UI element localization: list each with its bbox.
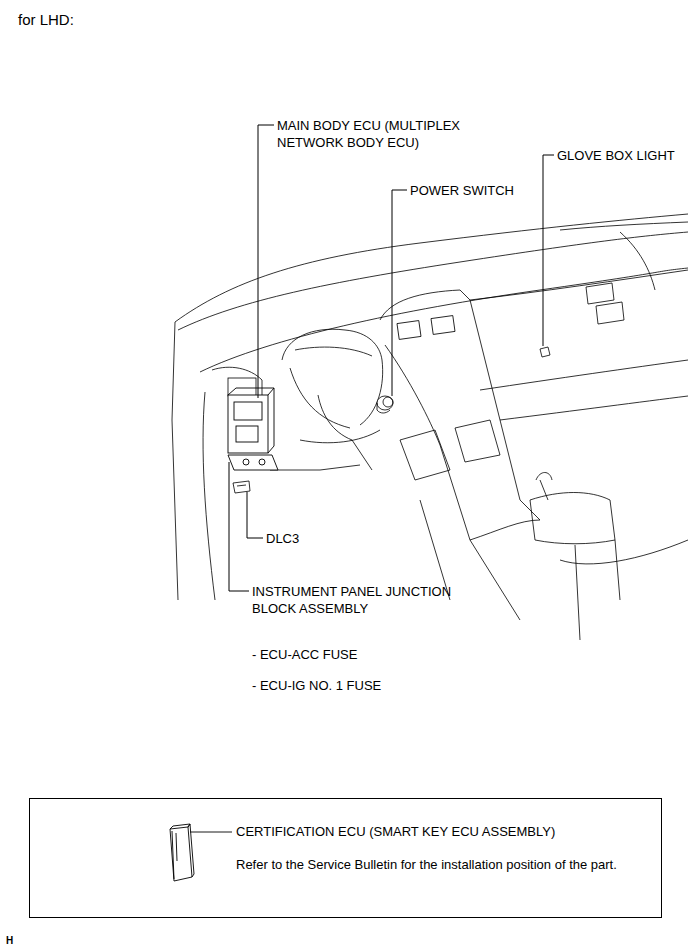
part-label: POWER SWITCH <box>410 182 514 199</box>
part-label: DLC3 <box>266 530 299 547</box>
ecu-icon <box>160 821 240 891</box>
part-label: H <box>6 935 13 947</box>
note-box: CERTIFICATION ECU (SMART KEY ECU ASSEMBL… <box>29 798 662 918</box>
part-label: GLOVE BOX LIGHT <box>557 147 675 164</box>
note-text: Refer to the Service Bulletin for the in… <box>236 856 617 873</box>
part-label: INSTRUMENT PANEL JUNCTION BLOCK ASSEMBLY <box>252 583 482 617</box>
part-label: CERTIFICATION ECU (SMART KEY ECU ASSEMBL… <box>236 823 555 840</box>
part-label: MAIN BODY ECU (MULTIPLEX NETWORK BODY EC… <box>277 117 507 151</box>
part-label: - ECU-IG NO. 1 FUSE <box>252 677 381 694</box>
part-label: - ECU-ACC FUSE <box>252 646 357 663</box>
page-title: for LHD: <box>18 11 74 28</box>
